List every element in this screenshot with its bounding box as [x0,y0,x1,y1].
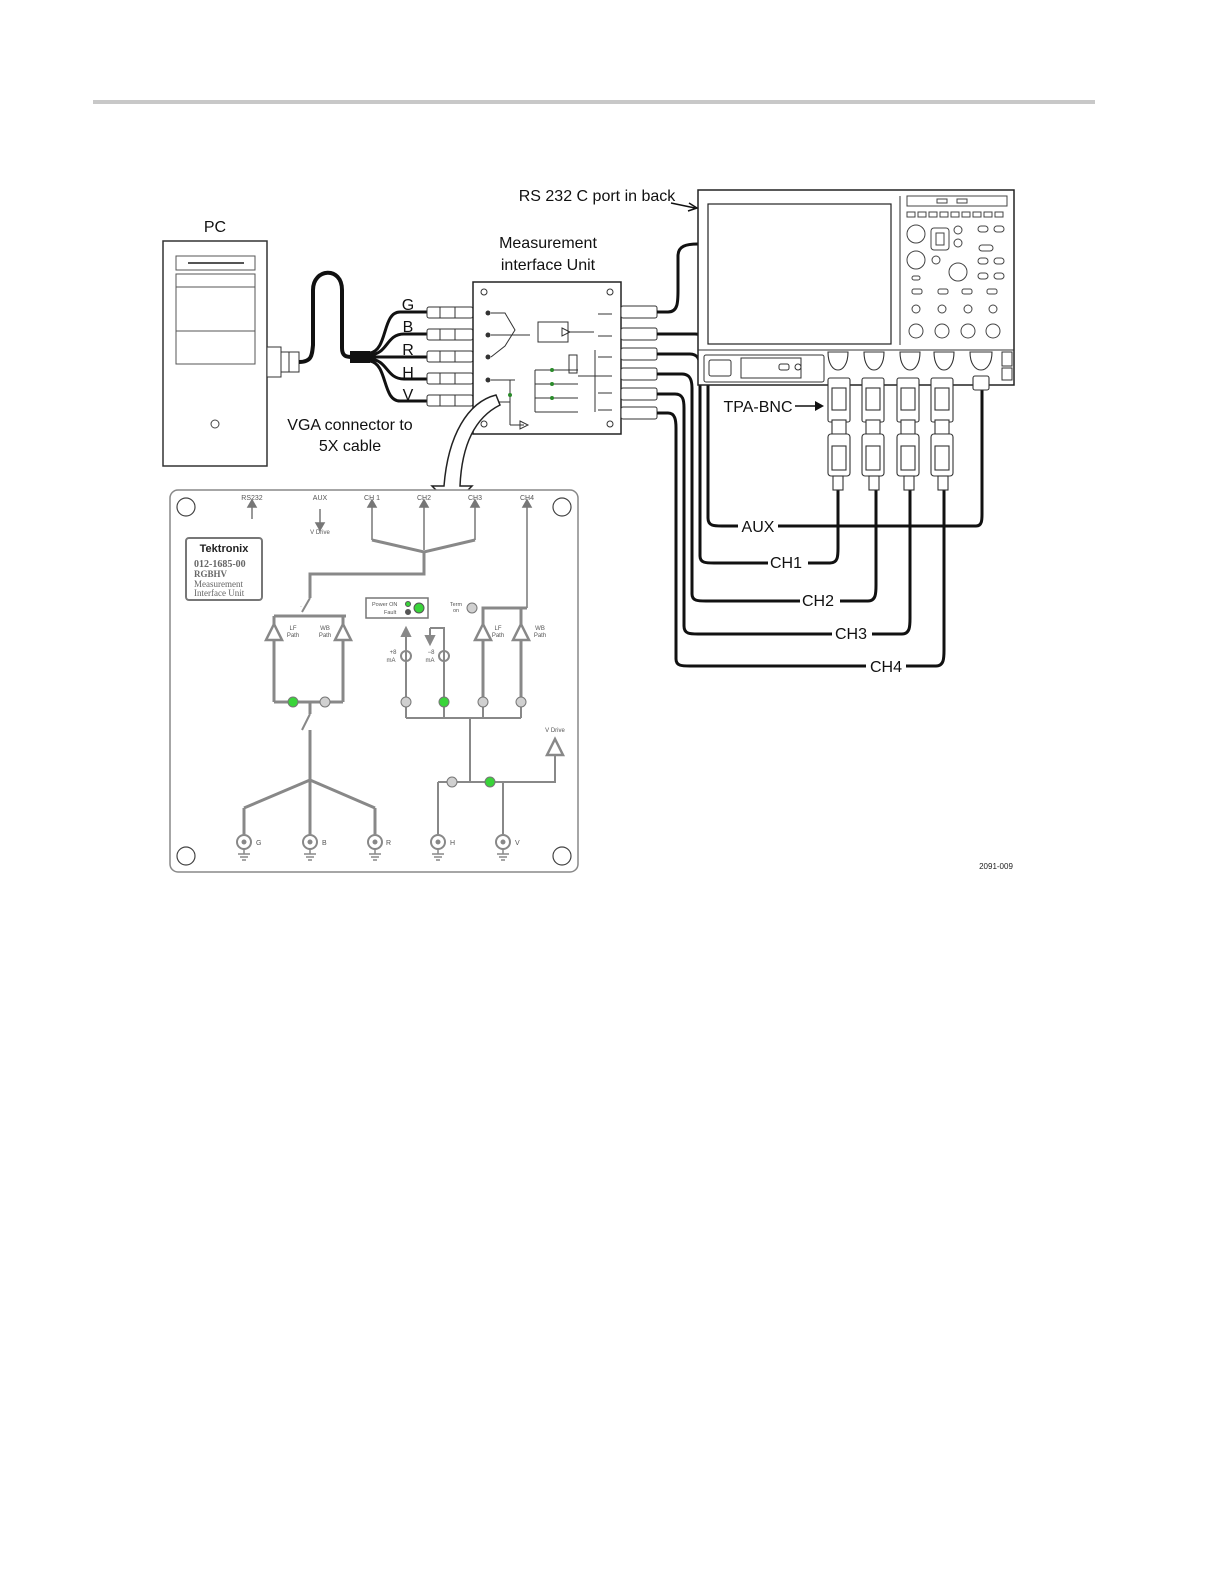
term-label-2: on [453,608,459,614]
port-label-aux: AUX [313,495,328,502]
cable-label-g: G [402,297,414,314]
wb-label-2: Path [319,633,331,639]
port-label-rs232: RS232 [241,495,263,502]
miu-output-connectors [620,305,658,420]
tpa-arrowhead [815,401,824,411]
switch-mark: · [300,604,302,610]
plus8-label-1: +8 [390,650,398,656]
pc-tower: PC [162,219,300,467]
port-label-ch2: CH2 [417,495,431,502]
vdrive-top-label: V Drive [310,530,330,536]
interface-unit-panel: RS232 AUX V Drive CH 1 CH2 CH3 CH4 Tektr… [169,489,579,873]
scope-cables [657,242,984,668]
pc-label: PC [204,219,226,236]
rs232-label: RS 232 C port in back [519,188,677,205]
led-h-select [446,776,458,788]
minus8-label-2: mA [426,658,435,664]
fault-led [405,609,411,615]
vga-splitter [350,351,370,363]
panel-line-rgbhv: RGBHV [194,569,228,579]
vga-label-line1: VGA connector to [287,417,413,434]
led-lf-right [477,696,489,708]
rs232-pointer [670,202,696,209]
led-lf-path [287,696,299,708]
bottom-port-b: B [322,840,327,847]
miu-label-line2: interface Unit [501,257,596,274]
rs232-arrowhead [687,202,699,212]
term-label-1: Term [450,602,463,608]
led-minus8 [438,696,450,708]
led-wb-path [319,696,331,708]
cable-label-r: R [402,342,414,359]
vdrive-label: V Drive [545,728,565,734]
power-on-label: Power ON [372,602,397,608]
wb-label-right-1: WB [535,626,545,632]
term-led [466,602,478,614]
cable-label-ch1: CH1 [770,555,802,572]
tpa-label: TPA-BNC [723,399,792,416]
panel-line-measurement: Measurement [194,579,243,589]
vga-label-line2: 5X cable [319,438,381,455]
cable-label-h: H [402,365,414,382]
bottom-port-r: R [386,840,391,847]
bnc-plugs [426,306,474,407]
bottom-port-v: V [515,840,520,847]
header-rule [93,100,1095,104]
lf-label-1: LF [289,626,296,632]
plus8-label-2: mA [387,658,396,664]
bottom-port-g: G [256,840,261,847]
wb-label-1: WB [320,626,330,632]
panel-line-interface: Interface Unit [194,588,245,598]
wb-label-right-2: Path [534,633,546,639]
power-indicator [413,602,425,614]
lf-label-right-2: Path [492,633,504,639]
fault-label: Fault [384,610,397,616]
vga-cable [298,270,353,364]
miu-label-line1: Measurement [499,235,597,252]
breakout-cables [369,310,430,403]
cable-label-ch4: CH4 [870,659,902,676]
lf-label-2: Path [287,633,299,639]
port-label-ch4: CH4 [520,495,534,502]
cable-label-b: B [403,319,414,336]
figure-id: 2091-009 [979,862,1013,871]
lf-label-right-1: LF [494,626,501,632]
led-v-select [484,776,496,788]
cable-label-v: V [403,387,414,404]
cable-label-aux: AUX [742,519,775,536]
port-label-ch3: CH3 [468,495,482,502]
bottom-port-h: H [450,840,455,847]
part-number: 012-1685-00 [194,559,246,570]
port-label-ch1: CH 1 [364,495,380,502]
measurement-interface-unit [472,281,622,435]
power-on-led [405,601,411,607]
cable-label-ch2: CH2 [802,593,834,610]
led-wb-right [515,696,527,708]
cable-label-ch3: CH3 [835,626,867,643]
minus8-label-1: −8 [428,650,436,656]
led-plus8 [400,696,412,708]
tpa-bnc-adapters [827,351,993,491]
brand-logo-text: Tektronix [200,543,250,555]
oscilloscope [697,189,1015,386]
